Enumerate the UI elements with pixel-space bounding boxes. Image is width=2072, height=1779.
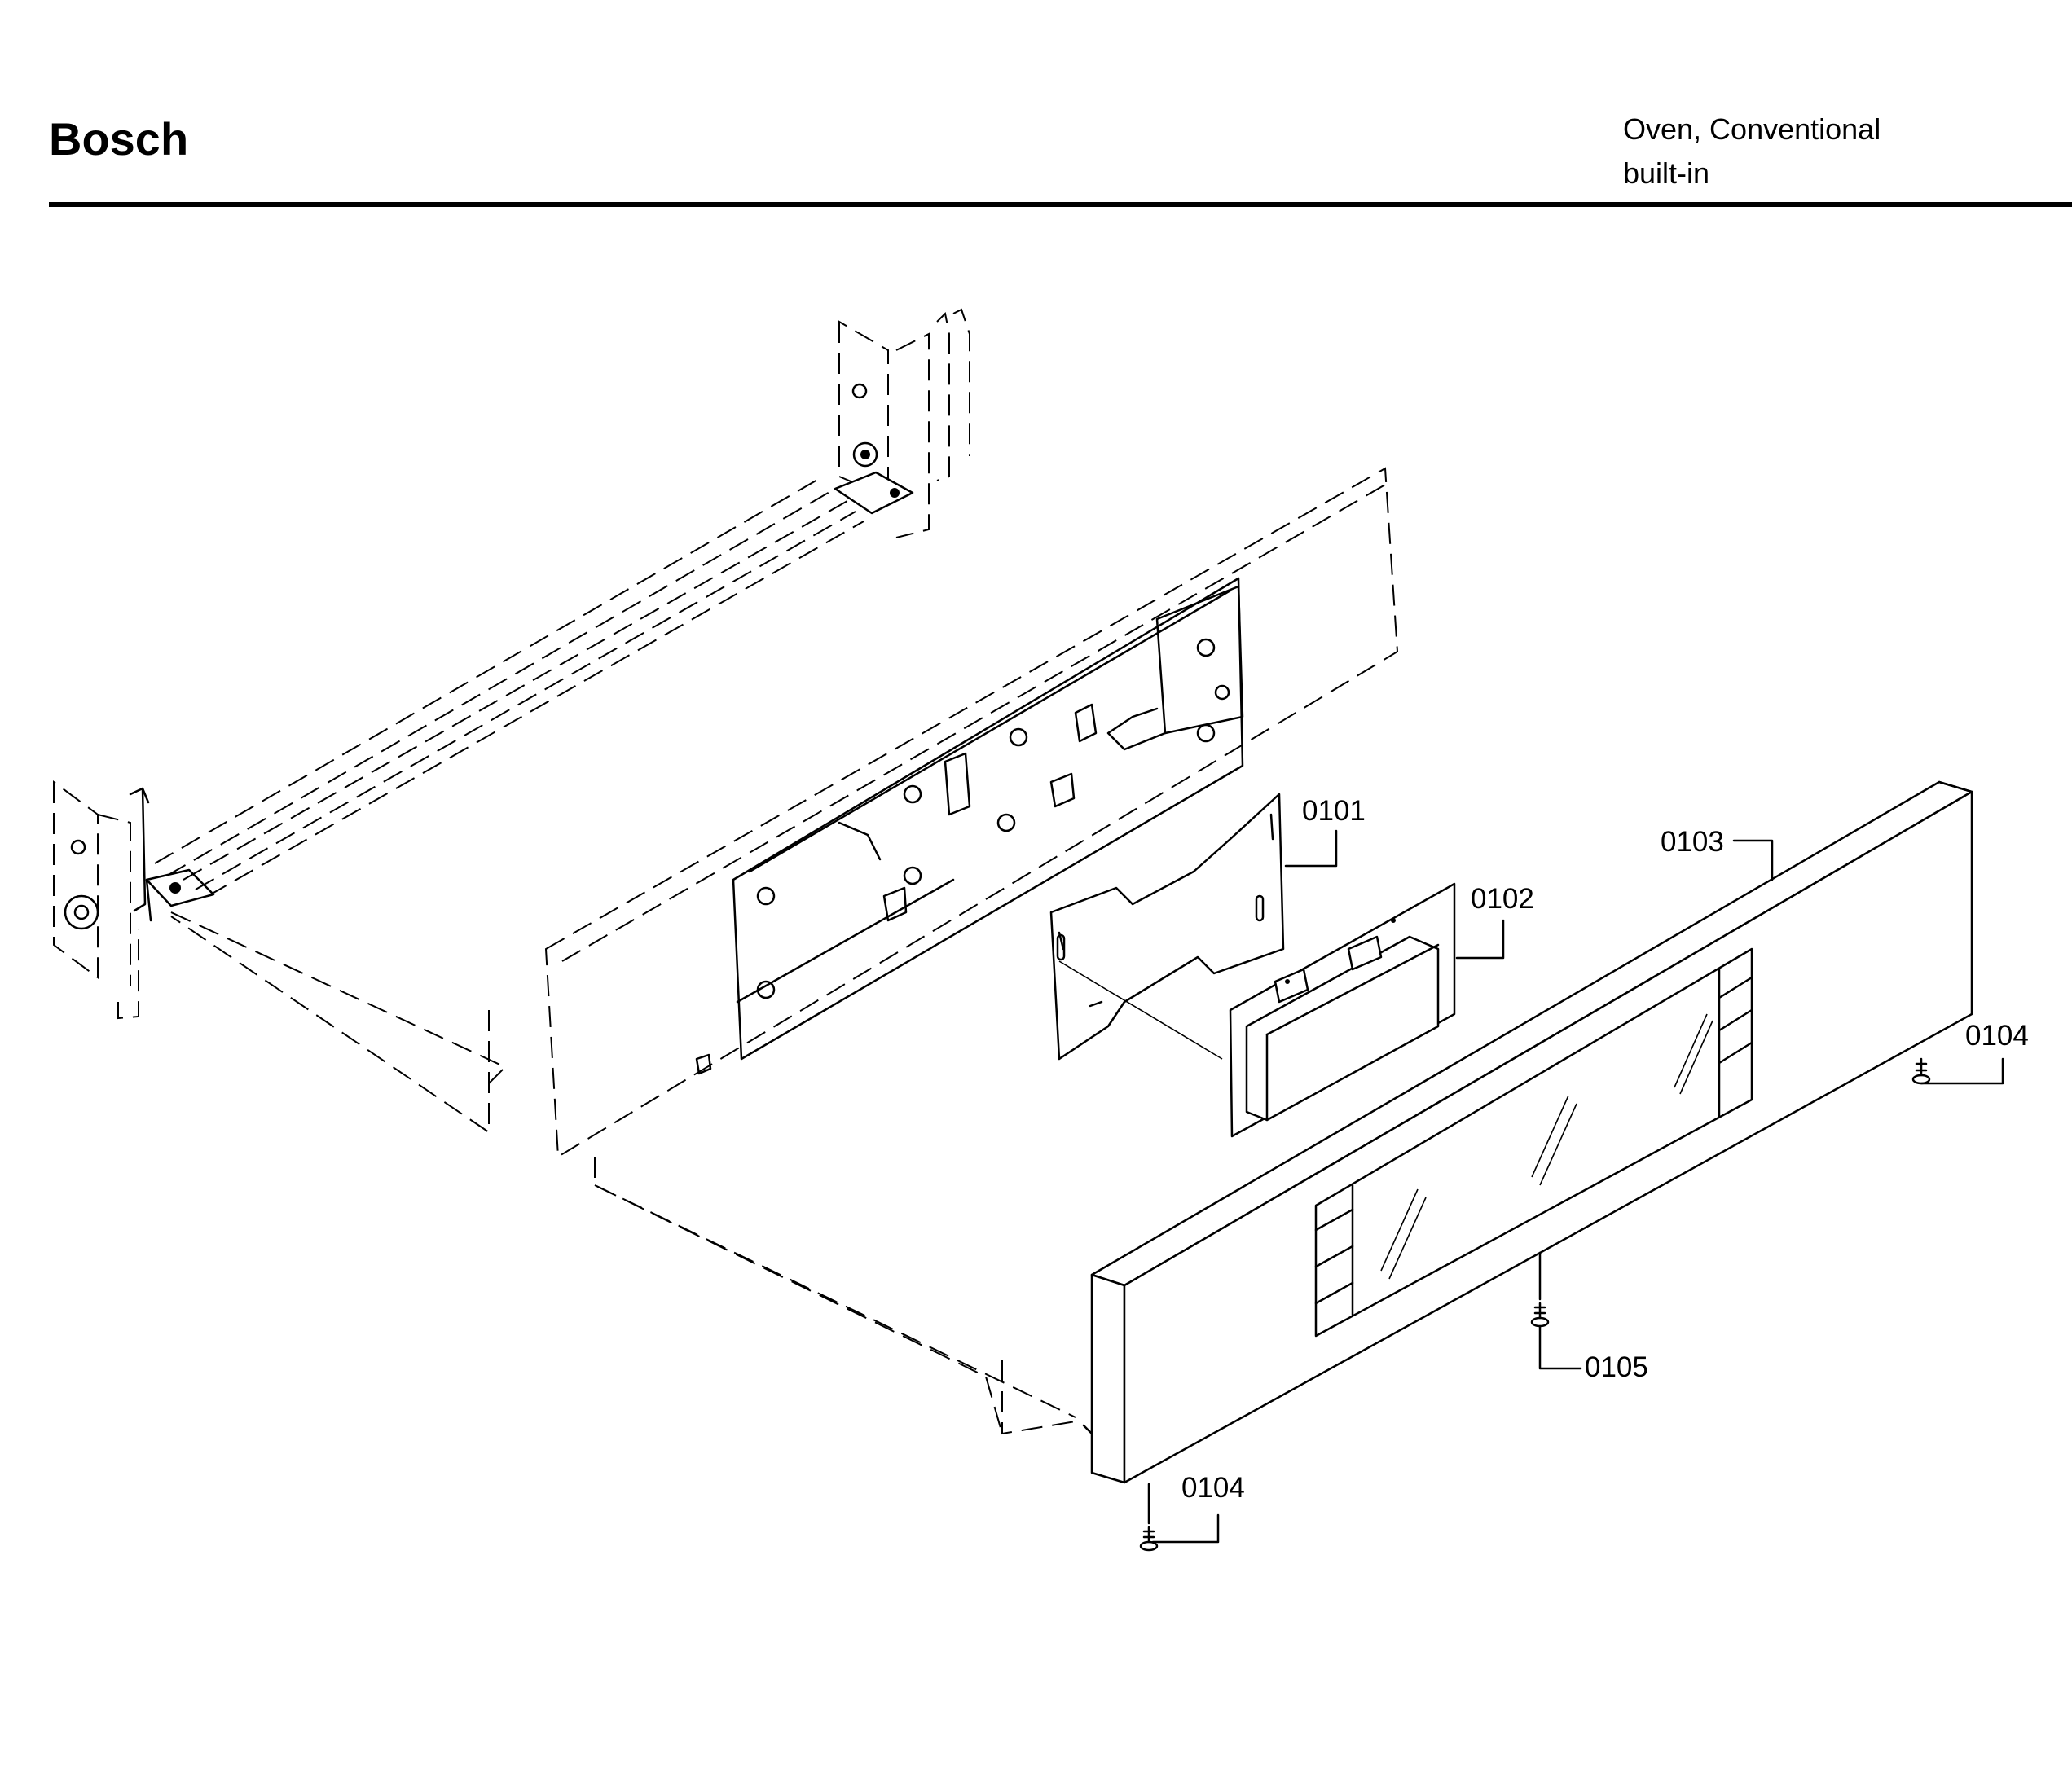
screw-0104-left	[1139, 1526, 1159, 1552]
part-0103-front-panel	[1082, 780, 1973, 1484]
brand-title: Bosch	[49, 113, 189, 165]
product-subtype: built-in	[1623, 156, 1710, 190]
support-rails	[154, 476, 864, 1134]
product-type: Oven, Conventional	[1623, 112, 1881, 146]
callout-0103: 0103	[1661, 826, 1724, 858]
leader-lines	[1147, 829, 2004, 1544]
right-side-bracket	[834, 308, 970, 538]
callout-0105: 0105	[1585, 1351, 1648, 1383]
inner-chassis	[695, 577, 1244, 1075]
screw-0105	[1530, 1302, 1550, 1328]
callout-0101: 0101	[1302, 795, 1366, 827]
header-divider	[49, 202, 2072, 207]
callout-labels: 0101 0102 0103 0104 0104 0105	[1181, 795, 2029, 1504]
left-side-bracket	[53, 780, 215, 1020]
control-panel-frame	[544, 467, 1399, 1435]
part-0102-electronic-module	[1229, 882, 1456, 1138]
callout-0102: 0102	[1471, 883, 1534, 915]
screw-0104-right	[1911, 1057, 1931, 1085]
callout-0104-left: 0104	[1181, 1472, 1245, 1504]
product-description: Oven, Conventional built-in	[1623, 108, 1881, 195]
part-0101-mounting-plate	[1049, 793, 1285, 1061]
callout-0104-right: 0104	[1965, 1020, 2029, 1052]
